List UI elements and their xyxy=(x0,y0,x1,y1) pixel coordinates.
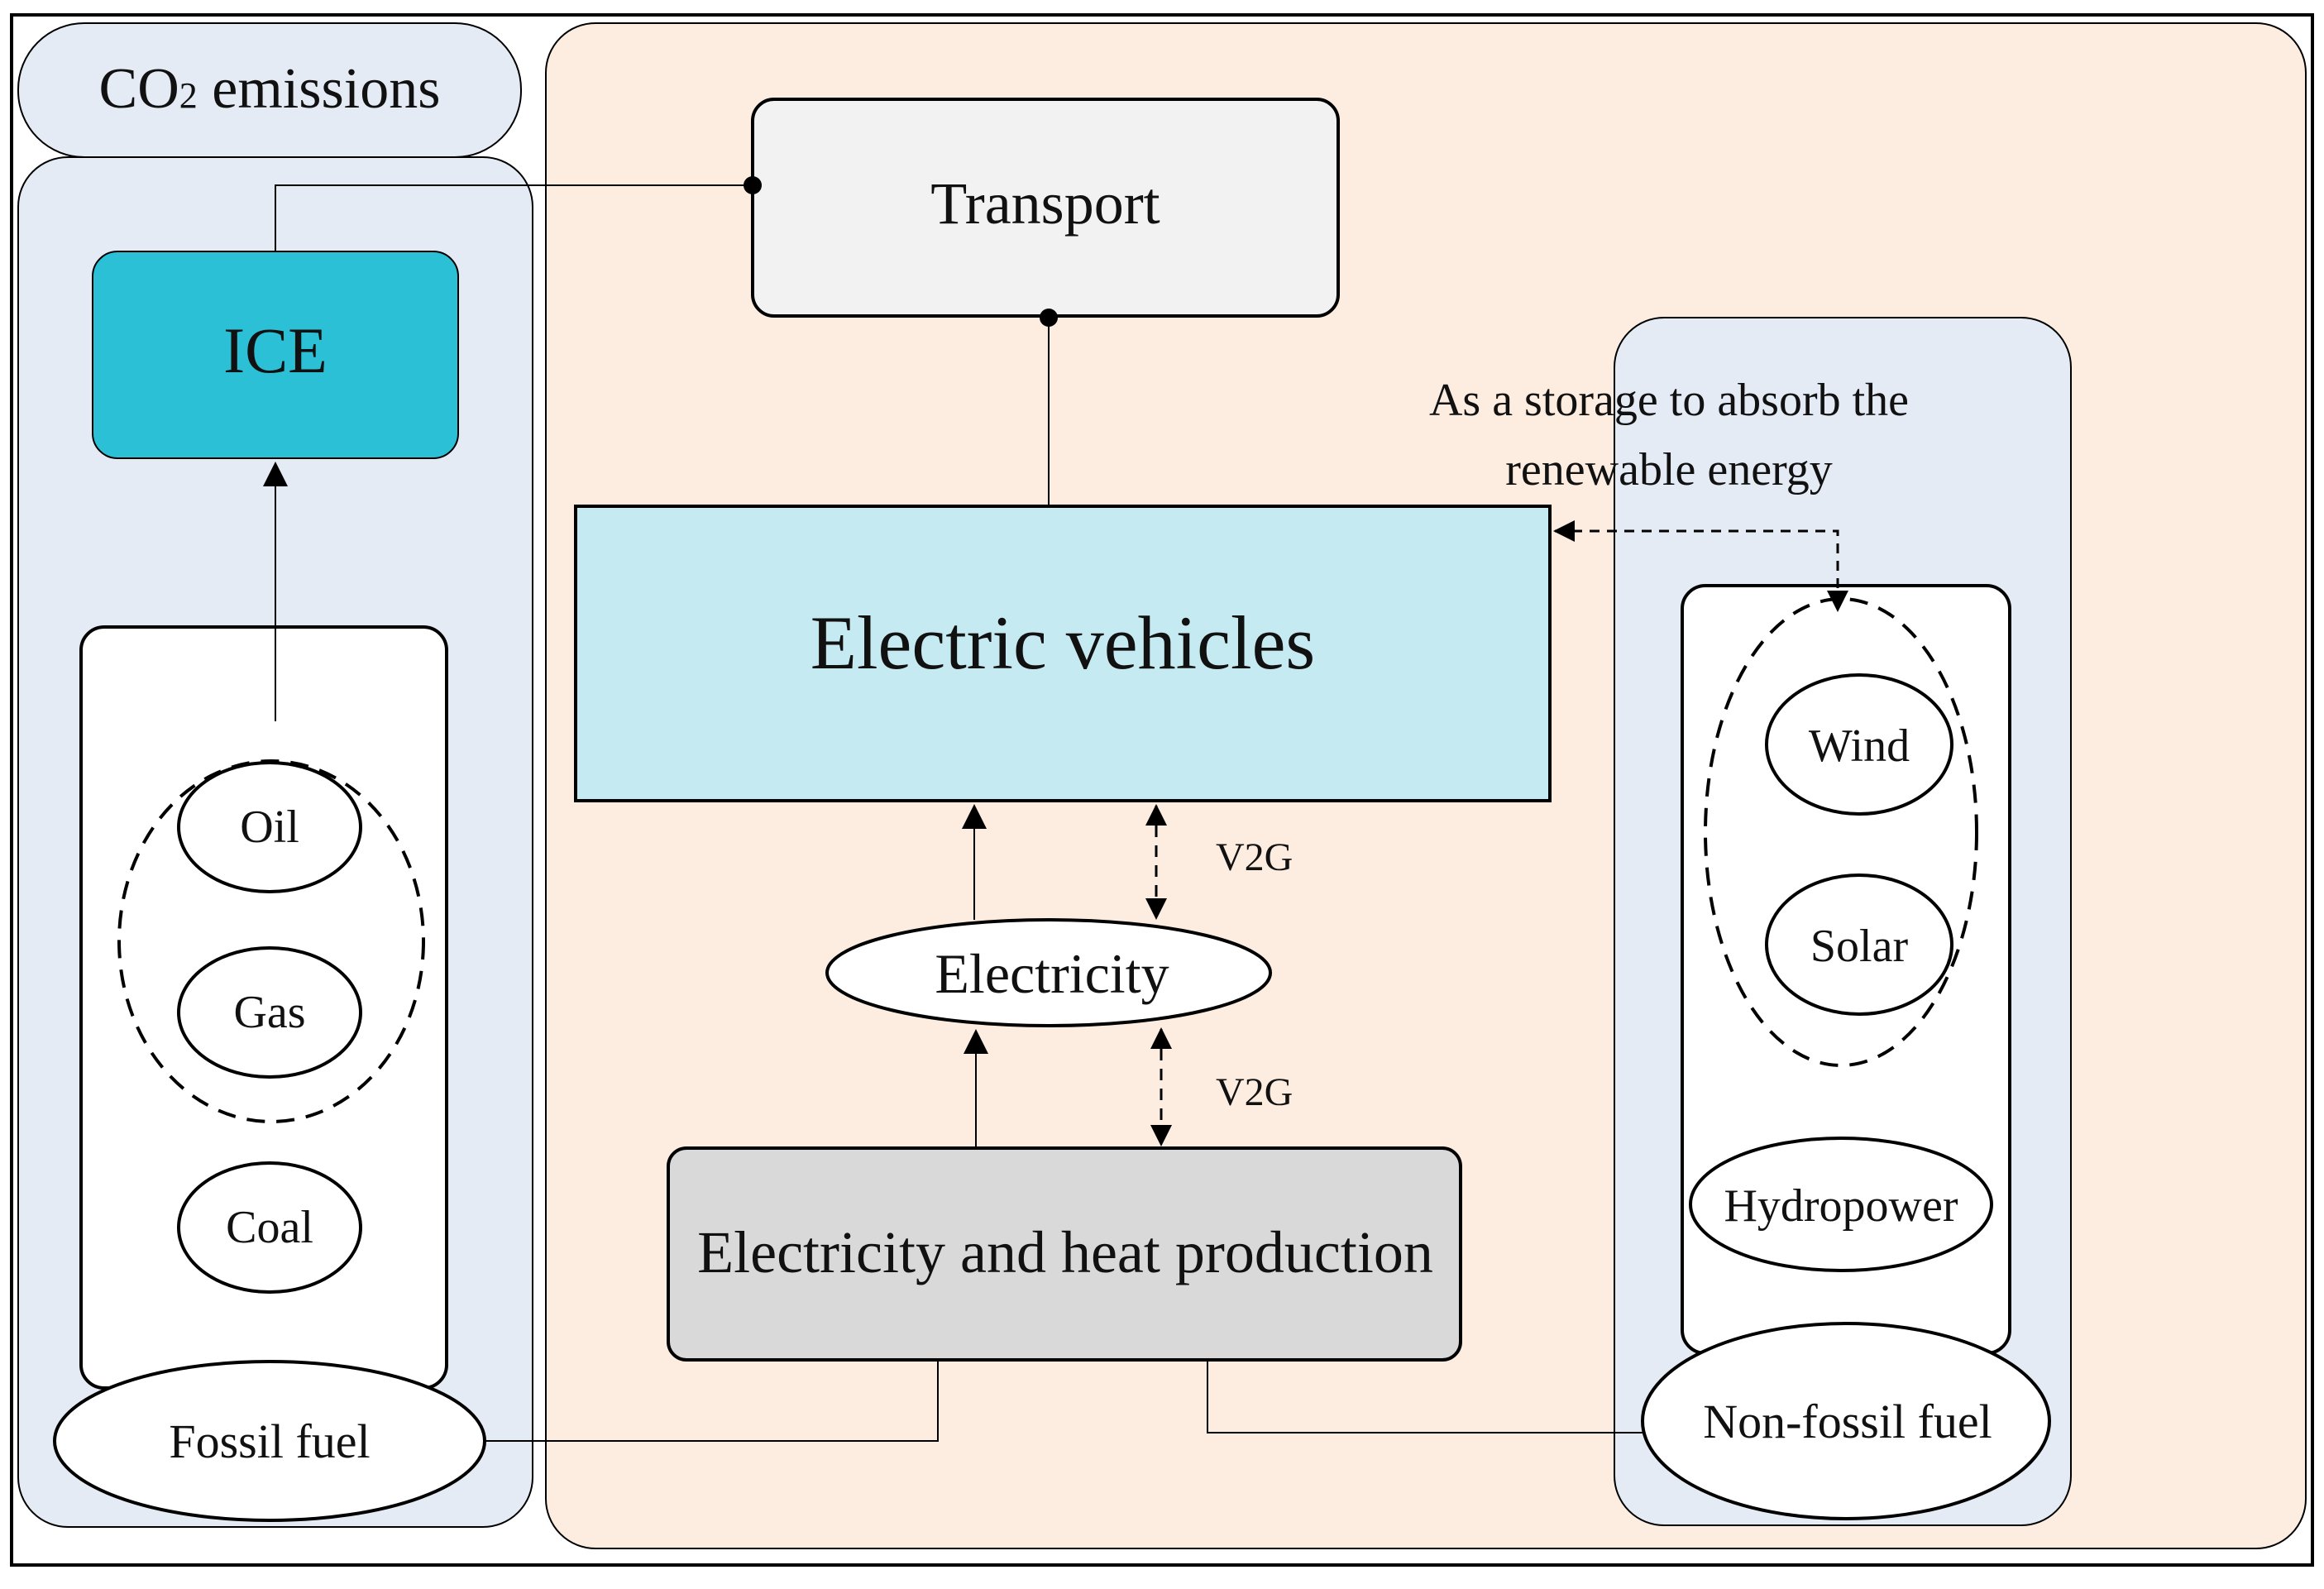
storage-note-line2: renewable energy xyxy=(1505,444,1832,495)
ice-transport-connector xyxy=(275,184,753,251)
wind-solar-group xyxy=(1704,597,1978,1067)
gas-node xyxy=(177,946,362,1079)
transport-label: Transport xyxy=(930,170,1160,237)
oil-gas-group xyxy=(117,759,425,1123)
hydropower-label: Hydropower xyxy=(1724,1180,1958,1232)
ice-label: ICE xyxy=(223,314,328,386)
solar-node xyxy=(1765,873,1953,1016)
electric-vehicles-label: Electric vehicles xyxy=(811,601,1315,685)
solar-label: Solar xyxy=(1810,921,1909,972)
non-fossil-fuel-label: Non-fossil fuel xyxy=(1703,1395,1992,1448)
storage-note-line1: As a storage to absorb the xyxy=(1429,375,1909,426)
v2g-upper-label: V2G xyxy=(1216,835,1293,879)
coal-node xyxy=(177,1161,362,1294)
gas-label: Gas xyxy=(233,987,305,1038)
wind-node xyxy=(1765,673,1953,816)
connector-dot-transport-left xyxy=(744,176,762,194)
coal-label: Coal xyxy=(226,1202,313,1253)
production-label: Electricity and heat production xyxy=(697,1219,1433,1285)
fossil-production-connector xyxy=(485,1360,939,1442)
v2g-lower-label: V2G xyxy=(1216,1070,1293,1114)
wind-label: Wind xyxy=(1809,720,1910,772)
connector-dot-transport-bottom xyxy=(1040,309,1058,327)
title-bubble xyxy=(17,22,522,158)
production-box xyxy=(667,1146,1462,1362)
electricity-label: Electricity xyxy=(935,942,1169,1005)
electric-vehicles-box xyxy=(574,505,1552,802)
oil-node xyxy=(177,761,362,893)
hydropower-node xyxy=(1689,1137,1993,1272)
oil-label: Oil xyxy=(240,802,299,853)
nonfossil-production-connector xyxy=(1207,1360,1646,1433)
electricity-node xyxy=(825,918,1272,1027)
non-fossil-fuel-node xyxy=(1641,1322,2051,1520)
fossil-fuel-label: Fossil fuel xyxy=(169,1414,370,1468)
page-title: CO2 emissions xyxy=(99,57,441,121)
storage-link-arrow xyxy=(1553,520,1848,612)
